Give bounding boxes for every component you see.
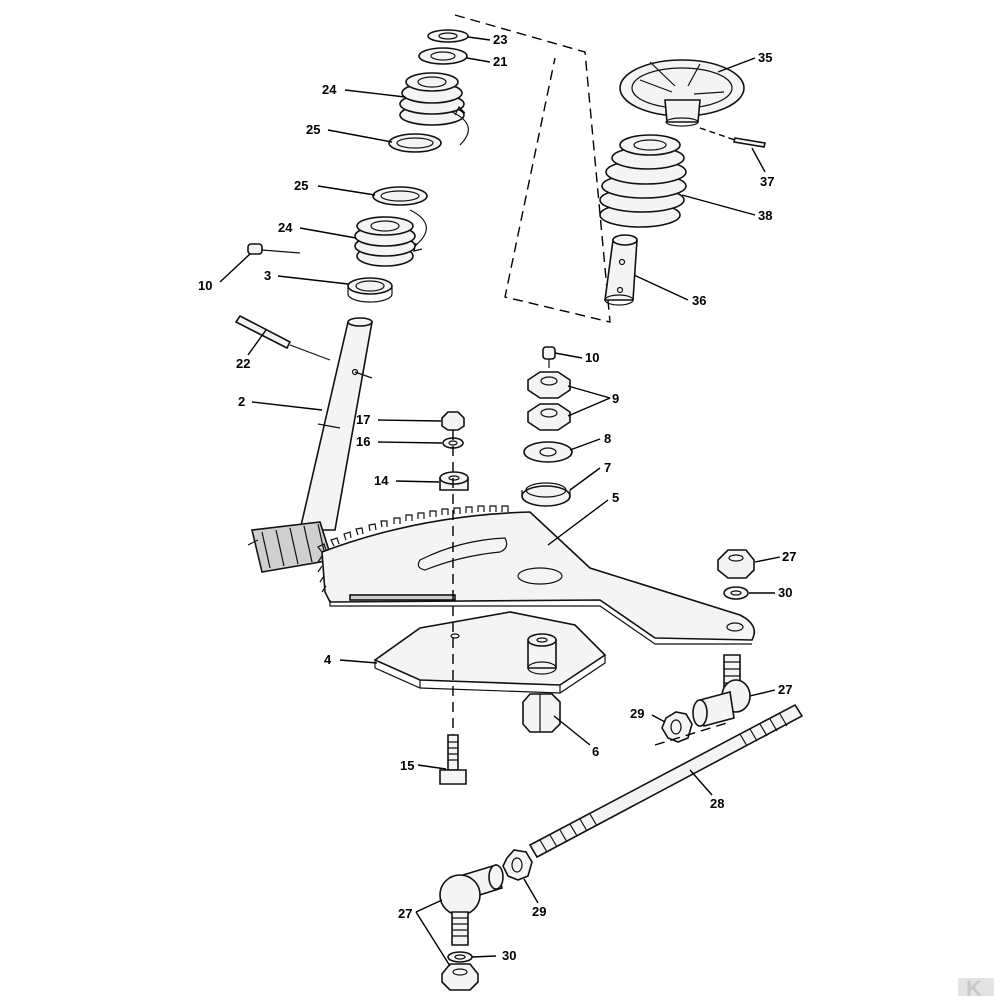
callout-22: 22 xyxy=(236,356,250,371)
tie-rod-28 xyxy=(528,703,804,859)
nut-27-upper xyxy=(717,549,755,579)
callout-4: 4 xyxy=(324,652,332,667)
steering-wheel-35 xyxy=(619,59,745,127)
leader-lines xyxy=(219,36,781,967)
spring-pack-24-lower xyxy=(354,209,427,267)
steering-shaft-2 xyxy=(247,317,373,573)
washer-25-upper xyxy=(388,133,442,153)
spring-pack-24-upper xyxy=(399,72,469,146)
roll-pin-22 xyxy=(234,314,331,361)
callout-23: 23 xyxy=(493,32,507,47)
washer-30-lower xyxy=(447,951,473,963)
nut-6 xyxy=(522,693,561,733)
washer-8 xyxy=(523,441,573,463)
ball-joint-27-right xyxy=(692,654,751,728)
spacer-14 xyxy=(439,471,469,491)
callout-10-left: 10 xyxy=(198,278,212,293)
nut-27-lower xyxy=(441,963,479,991)
callout-25-upper: 25 xyxy=(306,122,320,137)
boot-38 xyxy=(599,134,687,228)
callout-5: 5 xyxy=(612,490,619,505)
callout-35: 35 xyxy=(758,50,772,65)
callout-14: 14 xyxy=(374,473,389,488)
callout-21: 21 xyxy=(493,54,507,69)
ball-joint-27-lower xyxy=(439,863,504,946)
washer-25-lower xyxy=(372,186,428,206)
callout-28: 28 xyxy=(710,796,724,811)
callout-29-upper: 29 xyxy=(630,706,644,721)
washer-23 xyxy=(427,29,469,43)
nut-29-upper xyxy=(661,711,693,743)
pin-37 xyxy=(699,127,766,148)
callout-30-lower: 30 xyxy=(502,948,516,963)
bearing-7 xyxy=(521,482,571,507)
callout-27-upper: 27 xyxy=(782,549,796,564)
callout-30-upper: 30 xyxy=(778,585,792,600)
callout-27-right: 27 xyxy=(778,682,792,697)
watermark-logo: K xyxy=(958,976,994,1000)
callout-7: 7 xyxy=(604,460,611,475)
nut-29-lower xyxy=(502,849,533,881)
pivot-boss-4 xyxy=(527,633,557,675)
callout-9: 9 xyxy=(612,391,619,406)
sleeve-36 xyxy=(604,234,638,306)
grease-nipple-10-right xyxy=(542,346,556,368)
watermark-text: K xyxy=(966,976,982,1000)
washer-30-upper xyxy=(723,586,749,600)
sector-gear-5 xyxy=(317,505,756,645)
callout-10-right: 10 xyxy=(585,350,599,365)
callout-25-lower: 25 xyxy=(294,178,308,193)
callout-29-lower: 29 xyxy=(532,904,546,919)
callout-24-upper: 24 xyxy=(322,82,337,97)
callout-27-lower: 27 xyxy=(398,906,412,921)
callout-8: 8 xyxy=(604,431,611,446)
nut-17 xyxy=(441,411,465,431)
bushing-3 xyxy=(347,277,393,303)
callout-2: 2 xyxy=(238,394,245,409)
callout-38: 38 xyxy=(758,208,772,223)
callout-15: 15 xyxy=(400,758,414,773)
callout-16: 16 xyxy=(356,434,370,449)
washer-21 xyxy=(418,47,468,65)
callout-labels: 23 21 24 25 25 24 10 3 22 2 35 37 38 36 … xyxy=(198,32,796,963)
callout-24-lower: 24 xyxy=(278,220,293,235)
grease-nipple-10-left xyxy=(247,243,301,255)
support-plate-4 xyxy=(373,611,607,694)
callout-37: 37 xyxy=(760,174,774,189)
dashed-assembly-frame xyxy=(454,14,611,323)
bolt-15 xyxy=(439,734,467,785)
callout-36: 36 xyxy=(692,293,706,308)
callout-17: 17 xyxy=(356,412,370,427)
nut-9-upper xyxy=(527,371,571,399)
callout-3: 3 xyxy=(264,268,271,283)
callout-6: 6 xyxy=(592,744,599,759)
nut-9-lower xyxy=(527,403,571,431)
